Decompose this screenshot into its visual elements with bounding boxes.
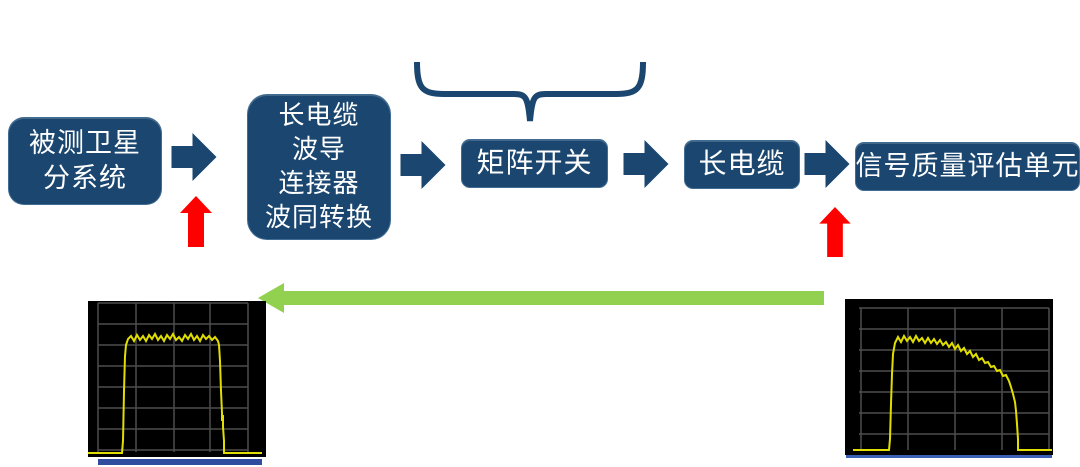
node-label-line: 分系统 <box>43 163 127 193</box>
node-label-line: 被测卫星 <box>29 127 141 158</box>
spectrum-trace <box>88 331 262 454</box>
node-label-line: 波导 <box>291 134 346 165</box>
underbrace-icon <box>414 61 646 122</box>
spectrum-plot-left <box>88 301 266 457</box>
node-cable-waveguide-connector-chain: 长电缆 波导 连接器 波同转换 <box>247 94 391 240</box>
spectrum-trace <box>853 333 1052 451</box>
node-satellite-subsystem-under-test: 被测卫星 分系统 <box>8 117 162 205</box>
node-matrix-switch: 矩阵开关 <box>461 139 608 188</box>
node-signal-quality-evaluation-unit: 信号质量评估单元 <box>855 142 1080 191</box>
red-up-arrow-icon <box>819 207 851 257</box>
plot-underline-bar <box>98 459 262 465</box>
node-label-line: 波同转换 <box>264 201 373 232</box>
node-label-line: 连接器 <box>278 168 360 198</box>
node-label-line: 矩阵开关 <box>476 147 593 179</box>
node-long-cable: 长电缆 <box>684 140 800 189</box>
green-feedback-arrow-icon <box>258 283 824 313</box>
plot-underline-bar <box>846 455 1052 458</box>
flow-arrow-right-icon <box>400 141 446 189</box>
node-label-line: 长电缆 <box>698 148 786 180</box>
flow-arrow-right-icon <box>804 140 850 188</box>
spectrum-plot-right <box>845 299 1053 455</box>
red-up-arrow-icon <box>180 196 212 247</box>
node-label-line: 长电缆 <box>278 100 360 131</box>
flow-arrow-right-icon <box>171 133 217 181</box>
flow-arrow-right-icon <box>623 140 669 188</box>
node-label-line: 信号质量评估单元 <box>855 150 1080 181</box>
